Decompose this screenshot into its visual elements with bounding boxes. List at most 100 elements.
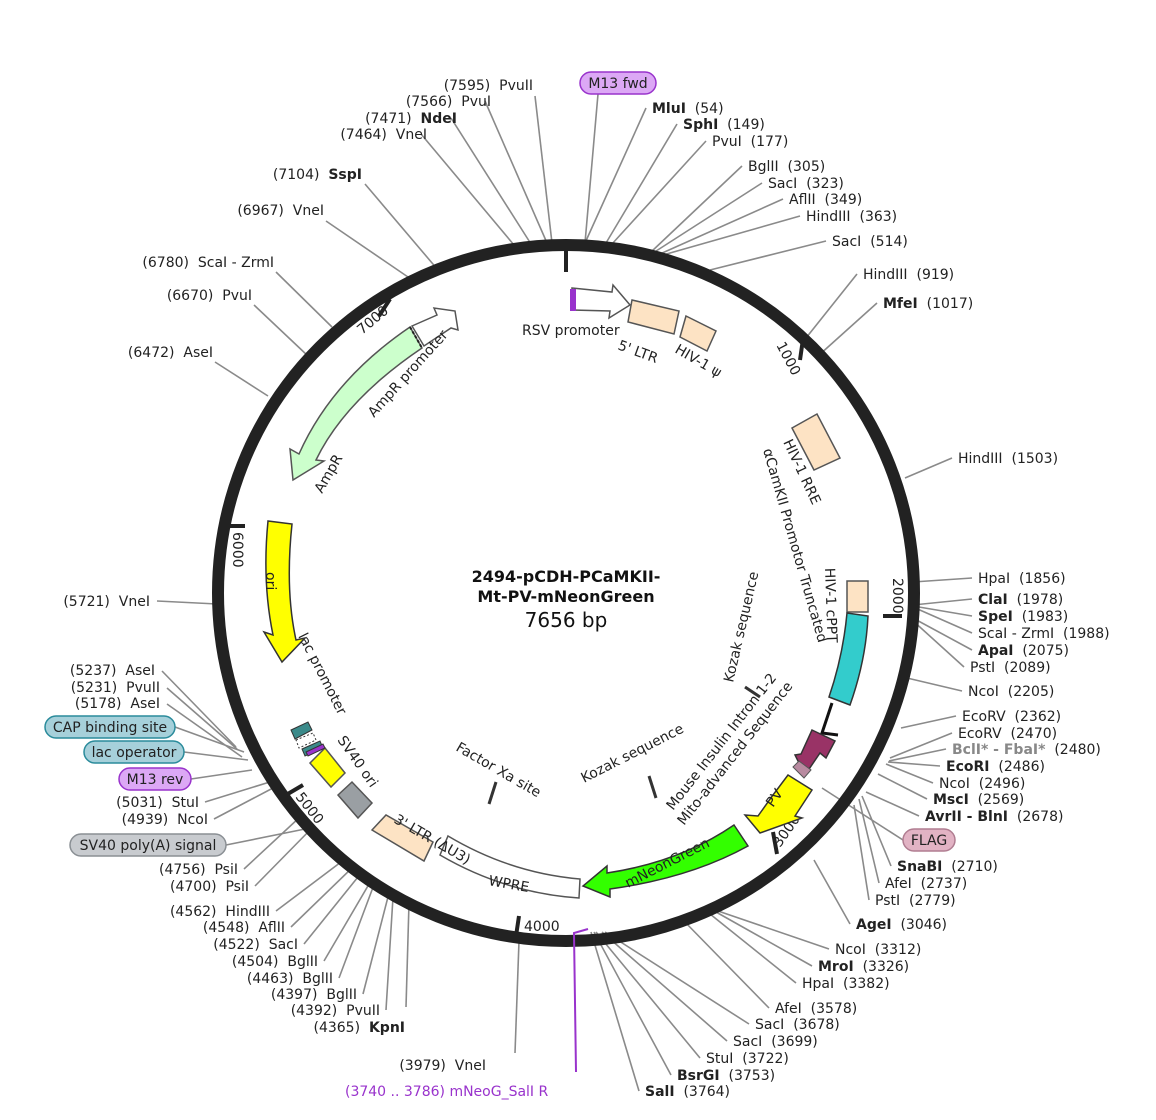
hiv-cppt-label: HIV-1 cPPT [821, 568, 840, 644]
restriction-site-right-19: EcoRV (2470) [958, 726, 1057, 742]
plasmid-name-line1: 2494-pCDH-PCaMKII- [472, 567, 661, 586]
ltr3-feature [370, 814, 434, 863]
site-leader-right-14 [912, 606, 973, 634]
site-leader-right-22 [885, 763, 934, 784]
restriction-site-left-25: (3979) VneI [399, 1058, 486, 1074]
site-leader-left-15 [243, 816, 301, 870]
restriction-site-left-5: (6967) VneI [237, 203, 324, 219]
site-leader-left-16 [254, 826, 314, 887]
site-leader-right-23 [877, 773, 928, 800]
site-leader-left-17 [275, 858, 346, 912]
restriction-site-right-18: EcoRV (2362) [962, 709, 1061, 725]
restriction-site-right-1: SphI (149) [683, 117, 765, 133]
restriction-site-labels: MluI (54)SphI (149)PvuI (177)BglII (305)… [63, 78, 1109, 1100]
site-leader-right-11 [912, 577, 973, 583]
restriction-site-right-17: NcoI (2205) [968, 684, 1054, 700]
restriction-site-left-20: (4504) BglII [232, 954, 318, 970]
svg-text:SV40 poly(A) signal: SV40 poly(A) signal [80, 838, 217, 854]
restriction-site-left-18: (4548) AflII [203, 920, 285, 936]
tick-label-6000: 6000 [229, 532, 245, 568]
ampr-promoter-boundary [409, 326, 423, 349]
site-leader-left-7 [253, 304, 309, 357]
kozak-sequence-1-label: Kozak sequence [721, 570, 762, 684]
restriction-site-right-31: HpaI (3382) [802, 976, 890, 992]
restriction-site-right-25: SnaBI (2710) [897, 859, 998, 875]
rsv-promoter-feature [570, 283, 632, 320]
restriction-site-left-1: (7566) PvuI [406, 94, 491, 110]
restriction-site-right-7: SacI (514) [832, 234, 908, 250]
ori-feature [262, 520, 308, 664]
restriction-site-right-32: AfeI (3578) [775, 1001, 857, 1017]
pill-leader-2 [190, 769, 253, 780]
plasmid-length: 7656 bp [525, 608, 608, 632]
site-leader-right-8 [805, 273, 858, 339]
site-leader-left-12 [166, 703, 243, 758]
site-leader-left-1 [484, 100, 548, 244]
svg-text:lac operator: lac operator [92, 745, 177, 761]
restriction-site-right-8: HindIII (919) [863, 267, 954, 283]
site-leader-right-12 [912, 598, 973, 606]
restriction-site-right-6: HindIII (363) [806, 209, 897, 225]
svg-text:FLAG: FLAG [911, 833, 947, 849]
site-leader-right-21 [887, 761, 941, 767]
site-leader-right-5 [659, 198, 784, 255]
ampr-promoter-feature [410, 307, 459, 348]
site-leader-right-4 [652, 182, 763, 254]
tick-label-4000: 4000 [524, 919, 560, 935]
site-leader-left-14 [213, 787, 274, 820]
site-leader-right-0 [584, 107, 647, 244]
site-leader-right-7 [709, 240, 827, 271]
ampr-feature [289, 325, 423, 482]
site-leader-right-18 [900, 715, 957, 729]
pill-leader-1 [183, 751, 249, 761]
restriction-site-left-22: (4397) BglII [271, 987, 357, 1003]
camkii-promoter-label: αCamKII Promotor Truncated [759, 447, 830, 645]
restriction-site-left-17: (4562) HindIII [170, 904, 270, 920]
m13-rev-pill: M13 rev [118, 767, 192, 791]
sv40-polya-pill: SV40 poly(A) signal [69, 833, 227, 857]
restriction-site-right-33: SacI (3678) [755, 1017, 840, 1033]
site-leader-right-27 [853, 804, 870, 901]
site-leader-right-31 [709, 913, 797, 984]
restriction-site-right-0: MluI (54) [652, 101, 724, 117]
restriction-site-left-21: (4463) BglII [247, 971, 333, 987]
site-leader-right-17 [906, 677, 963, 692]
lac-region-features [290, 721, 326, 757]
site-leader-left-21 [338, 881, 376, 979]
site-leader-left-20 [323, 878, 373, 962]
camkii-end-marker [819, 702, 839, 737]
mito-small-segment [792, 760, 812, 779]
restriction-site-left-8: (6472) AseI [128, 345, 213, 361]
restriction-site-right-28: AgeI (3046) [856, 917, 947, 933]
restriction-site-right-10: HindIII (1503) [958, 451, 1058, 467]
camkii-promoter-feature [828, 612, 869, 706]
lac-promoter-label: lac promoter [294, 631, 349, 718]
site-leader-right-3 [650, 165, 743, 253]
site-leader-left-9 [156, 600, 218, 605]
restriction-site-right-35: StuI (3722) [706, 1051, 789, 1067]
site-leader-lines [156, 93, 973, 1092]
mneongreen-feature [581, 823, 750, 899]
wpre-feature [439, 834, 581, 899]
hiv-rre-feature [790, 412, 842, 471]
restriction-site-left-0: (7595) PvuII [444, 78, 533, 94]
pill-leader-3 [225, 827, 311, 846]
mneog-sali-r-primer-marker [572, 928, 589, 1073]
site-leader-left-25 [514, 940, 520, 1054]
pill-leader-0 [174, 726, 245, 753]
restriction-site-left-23: (4392) PvuII [291, 1003, 380, 1019]
restriction-site-right-3: BglII (305) [748, 159, 825, 175]
intron-label-line1: Mouse Insulin Intron 1-2 [664, 671, 781, 814]
mneog-sali-r-primer-label: (3740 .. 3786) mNeoG_SalI R [345, 1084, 549, 1100]
svg-text:M13 rev: M13 rev [127, 772, 184, 788]
restriction-site-right-16: PstI (2089) [970, 660, 1051, 676]
site-leader-left-2 [450, 117, 532, 245]
site-leader-left-4 [364, 183, 439, 271]
hiv-cppt-feature [846, 580, 869, 613]
kozak-sequence-2-label: Kozak sequence [579, 721, 687, 787]
restriction-site-right-5: AflII (349) [789, 192, 862, 208]
pill-leader-4 [821, 787, 904, 841]
site-leader-right-13 [912, 605, 973, 617]
restriction-site-left-12: (5178) AseI [75, 696, 160, 712]
tick-marks [226, 251, 902, 937]
